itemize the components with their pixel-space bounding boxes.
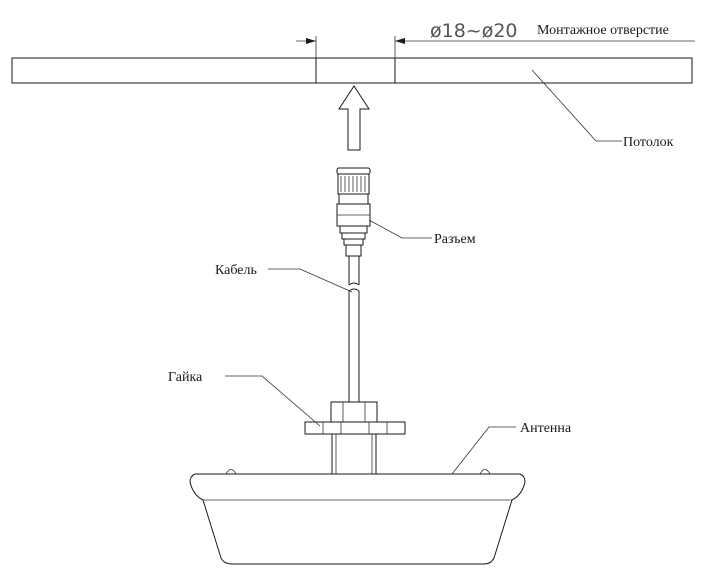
- nut-leader: Гайка: [168, 370, 321, 427]
- antenna-body: [189, 469, 526, 565]
- connector-label: Разъем: [434, 232, 476, 247]
- connector-leader: Разъем: [368, 219, 476, 247]
- ceiling-leader: Потолок: [531, 69, 674, 150]
- hole-dimension: ø18~ø20 Монтажное отверстие: [296, 20, 695, 58]
- antenna-leader: Антенна: [451, 421, 572, 475]
- cable-label: Кабель: [215, 263, 257, 278]
- ceiling-label: Потолок: [623, 135, 674, 150]
- dimension-text: ø18~ø20: [430, 20, 518, 42]
- cable: [348, 256, 360, 402]
- cable-leader: Кабель: [215, 263, 353, 293]
- nut: [304, 401, 406, 474]
- mounting-hole-label: Монтажное отверстие: [537, 23, 669, 38]
- up-arrow-icon: [338, 85, 370, 151]
- antenna-label: Антенна: [520, 421, 572, 436]
- ceiling-plate: [11, 57, 693, 84]
- nut-label: Гайка: [168, 370, 203, 385]
- connector: [336, 167, 371, 257]
